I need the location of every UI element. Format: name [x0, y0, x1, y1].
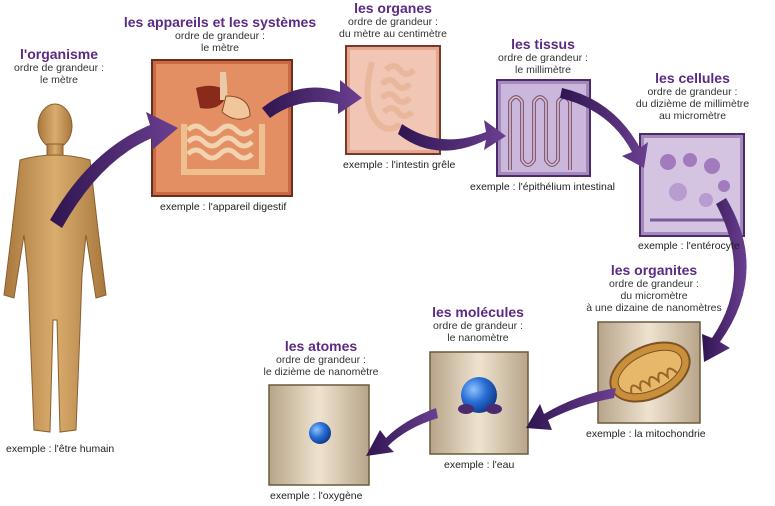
arrow-organism-to-system: [50, 112, 178, 228]
label-organism-title: l'organisme: [19, 46, 99, 62]
example-cells: exemple : l'entérocyte: [638, 240, 740, 252]
human-body-figure: [3, 103, 107, 433]
label-organs: les organes ordre de grandeur : du mètre…: [339, 0, 447, 41]
small-intestine-panel: [345, 45, 441, 155]
flow-arrows: [50, 80, 747, 456]
example-molecules: exemple : l'eau: [444, 459, 515, 471]
label-organelles: les organites ordre de grandeur : du mic…: [586, 262, 722, 315]
label-tissues: les tissus ordre de grandeur : le millim…: [498, 36, 588, 77]
arrow-molecule-to-atom: [366, 408, 438, 456]
example-organelles: exemple : la mitochondrie: [586, 428, 706, 440]
oxygen-atom-panel: [268, 384, 370, 486]
water-molecule-panel: [429, 351, 529, 455]
label-molecules: les molécules ordre de grandeur : le nan…: [432, 304, 524, 345]
arrow-organelle-to-molecule: [526, 388, 616, 430]
arrow-cell-to-organelle: [702, 198, 747, 362]
label-systems: les appareils et les systèmes ordre de g…: [123, 14, 317, 55]
label-atoms: les atomes ordre de grandeur : le dizièm…: [263, 338, 379, 379]
example-organs: exemple : l'intestin grêle: [343, 159, 456, 171]
arrow-organ-to-tissue: [398, 120, 506, 151]
example-systems: exemple : l'appareil digestif: [160, 201, 287, 213]
arrow-system-to-organ: [262, 80, 362, 118]
label-cells: les cellules ordre de grandeur : du dizi…: [635, 70, 750, 123]
example-tissues: exemple : l'épithélium intestinal: [470, 181, 615, 193]
label-organism: l'organisme ordre de grandeur : le mètre: [0, 46, 118, 86]
arrow-tissue-to-cell: [560, 88, 648, 168]
example-atoms: exemple : l'oxygène: [270, 490, 363, 502]
mitochondrion-panel: [597, 321, 701, 424]
example-organism: exemple : l'être humain: [6, 443, 115, 455]
